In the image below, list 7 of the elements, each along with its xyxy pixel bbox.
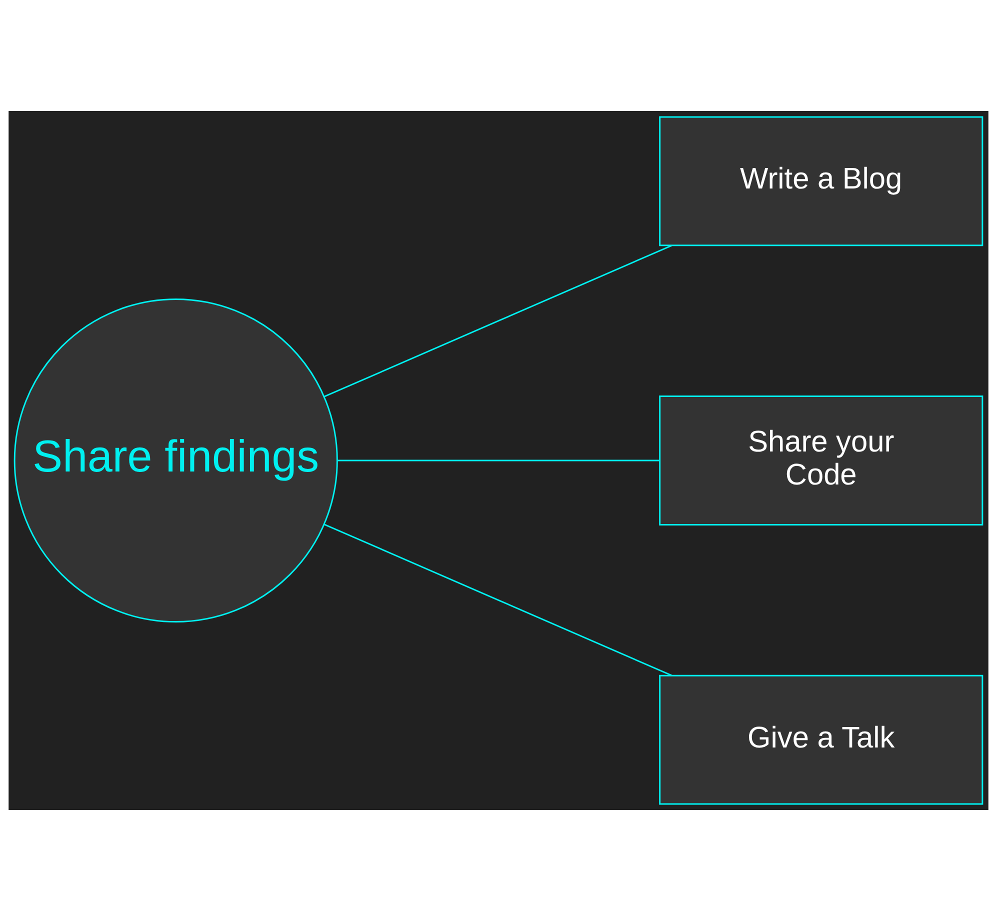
node-circle: Share findings	[14, 298, 338, 623]
node-box: Write a Blog	[659, 116, 984, 246]
connector	[337, 460, 660, 462]
node-box: Share your Code	[659, 396, 984, 526]
connector	[324, 524, 672, 676]
connector	[324, 244, 672, 398]
node-box: Give a Talk	[659, 674, 984, 805]
